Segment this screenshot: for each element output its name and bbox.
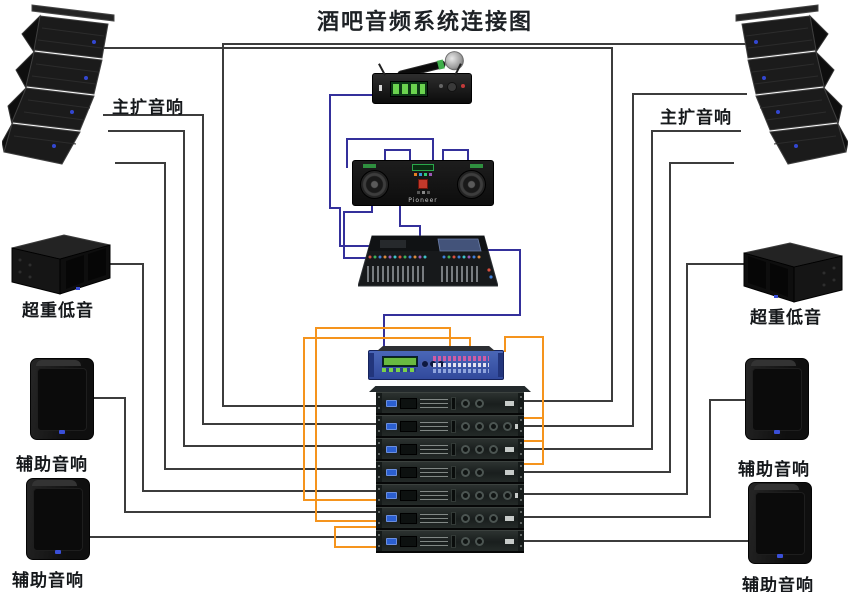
aux-speaker-right-1: [745, 358, 809, 440]
receiver-knob: [447, 82, 457, 92]
speaker-top-face: [754, 484, 799, 490]
jog-wheel-right: [457, 170, 486, 199]
deck-display-left: [363, 164, 376, 168]
power-amplifier-1: [376, 392, 524, 415]
processor-button-grid: [433, 356, 489, 373]
wire-right-array-to-amp1-left: [222, 43, 748, 407]
speaker-top-face: [36, 360, 81, 366]
wire-amp6-link-amp7: [334, 526, 378, 548]
speaker-top-face: [32, 480, 77, 486]
amp-knob: [461, 398, 470, 408]
speaker-grille: [37, 368, 87, 431]
wire-dj-to-mixer-1: [343, 200, 373, 259]
amp-brand-badge: [386, 399, 397, 407]
speaker-grille: [755, 492, 805, 555]
wire-left-array-2: [103, 114, 376, 425]
wireless-mic-receiver: [372, 63, 472, 104]
wire-right-array-4: [524, 162, 734, 473]
rack-ear: [369, 353, 374, 377]
jog-wheel-left: [360, 170, 389, 199]
speaker-grille: [33, 488, 83, 551]
line-array-speaker-left: [2, 4, 115, 165]
deck-display-right: [470, 164, 483, 168]
dj-mixer-section: [405, 163, 441, 203]
brand-logo-dot: [55, 550, 61, 554]
amp-model-text: [420, 398, 448, 408]
rack-ear: [498, 353, 503, 377]
dj-buttons-2: [405, 191, 441, 194]
wire-dj-to-mixer-2: [399, 202, 421, 240]
wire-processor-to-amp4: [504, 336, 544, 465]
processor-lcd: [382, 356, 418, 367]
wire-dj-loop-3: [346, 138, 434, 168]
wire-right-array-3: [524, 130, 741, 450]
processor-top-face: [377, 346, 495, 351]
aux-speaker-right-2: [748, 482, 812, 564]
dj-center-pad: [418, 179, 428, 189]
power-amplifier-2: [376, 415, 524, 438]
power-amplifier-6: [376, 507, 524, 530]
wire-left-array-4: [115, 162, 376, 470]
processor-lcd-row: [382, 368, 416, 372]
wire-left-array-3: [108, 130, 376, 447]
speaker-grille: [752, 368, 802, 431]
dj-brand-logo: Pioneer: [408, 197, 438, 204]
receiver-led-red: [461, 84, 465, 88]
brand-logo-dot: [59, 430, 65, 434]
subwoofer-left: [11, 234, 111, 295]
label-subwoofer-right: 超重低音: [750, 308, 822, 328]
dj-buttons: [405, 173, 441, 176]
wire-dj-loop-2: [442, 149, 469, 165]
speaker-processor: [368, 346, 504, 380]
mixer-knob-row: [368, 255, 481, 259]
label-aux-speaker-right-1: 辅助音响: [738, 460, 810, 480]
amp-display: [400, 397, 417, 409]
brand-logo-dot: [774, 430, 780, 434]
label-aux-speaker-left-2: 辅助音响: [12, 571, 84, 591]
label-aux-speaker-right-2: 辅助音响: [742, 576, 814, 592]
dj-mixer-display: [412, 164, 434, 171]
wire-right-aux1: [524, 399, 747, 518]
aux-speaker-left-1: [30, 358, 94, 440]
wire-dj-loop-1: [384, 149, 411, 163]
label-subwoofer-left: 超重低音: [22, 301, 94, 321]
wire-processor-to-amp6: [315, 327, 451, 522]
label-main-speaker-right: 主扩音响: [660, 108, 732, 128]
digital-mixer: [358, 235, 498, 287]
wire-right-sub: [524, 263, 745, 495]
power-amplifier-4: [376, 461, 524, 484]
speaker-top-face: [751, 360, 796, 366]
power-led: [379, 85, 382, 91]
amp-stack-lid: [369, 386, 531, 392]
label-aux-speaker-left-1: 辅助音响: [16, 455, 88, 475]
wire-left-sub: [110, 263, 376, 492]
label-main-speaker-left: 主扩音响: [112, 98, 184, 118]
line-array-speaker-right: [735, 4, 848, 165]
power-amplifier-7: [376, 530, 524, 553]
wire-processor-to-amp5: [303, 337, 471, 501]
aux-speaker-left-2: [26, 478, 90, 560]
amplifier-stack: [369, 386, 531, 553]
page-title: 酒吧音频系统连接图: [316, 10, 533, 35]
processor-knob: [421, 360, 429, 368]
receiver-display: [390, 81, 428, 97]
wire-mic-to-mixer: [329, 94, 376, 247]
power-amplifier-3: [376, 438, 524, 461]
wire-right-array-2: [524, 93, 747, 427]
wire-left-array-to-amp1-right: [100, 47, 613, 402]
power-amplifier-5: [376, 484, 524, 507]
mixer-faders: [367, 266, 478, 282]
dj-controller: Pioneer: [352, 160, 494, 206]
receiver-button: [439, 84, 443, 88]
brand-logo-dot: [777, 554, 783, 558]
wire-left-aux1: [88, 397, 376, 513]
subwoofer-right: [743, 242, 843, 303]
